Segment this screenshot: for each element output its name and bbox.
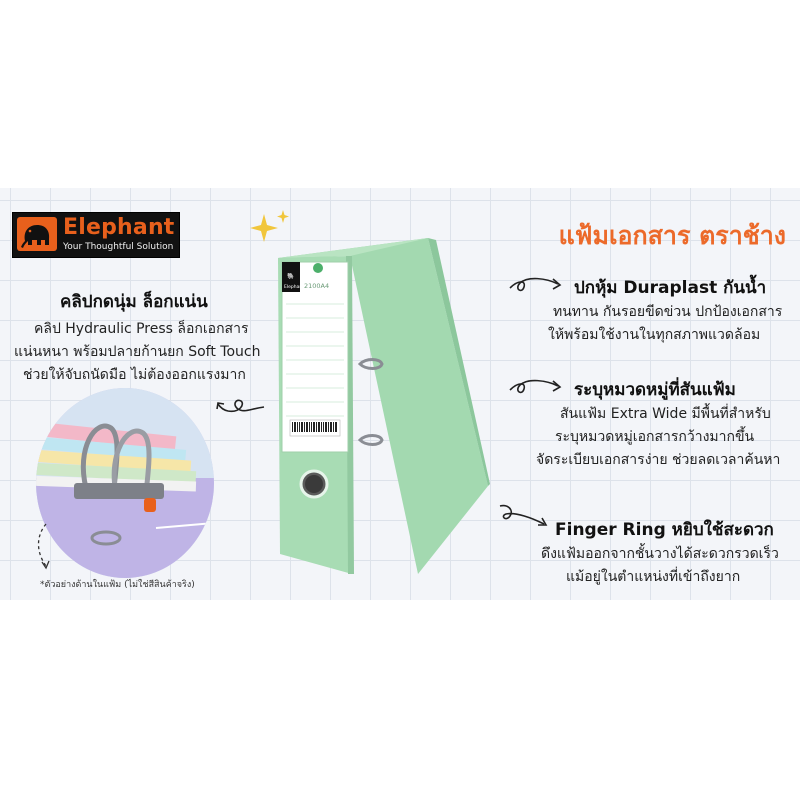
lever-arch-binder: 🐘 Elephant 2100A4: [278, 238, 490, 574]
svg-text:🐘: 🐘: [287, 272, 295, 280]
feature-heading: Finger Ring หยิบใช้สะดวก: [555, 520, 774, 540]
feature-heading: ระบุหมวดหมู่ที่สันแฟ้ม: [574, 380, 736, 400]
feature-line: สันแฟ้ม Extra Wide มีพื้นที่สำหรับ: [560, 406, 771, 422]
feature-line: จัดระเบียบเอกสารง่าย ช่วยลดเวลาค้นหา: [536, 452, 781, 468]
left-feature-line: ช่วยให้จับถนัดมือ ไม่ต้องออกแรงมาก: [23, 367, 246, 383]
elephant-logo: Elephant Your Thoughtful Solution: [12, 212, 180, 258]
binder-interior-photo: [36, 388, 214, 578]
curly-arrow-icon: [509, 277, 562, 292]
curly-arrow-icon: [509, 379, 562, 394]
brand-slogan: Your Thoughtful Solution: [63, 242, 174, 252]
left-feature-heading: คลิปกดนุ่ม ล็อกแน่น: [60, 292, 208, 312]
feature-line: ให้พร้อมใช้งานในทุกสภาพแวดล้อม: [548, 327, 761, 343]
spine-code: 2100A4: [304, 282, 329, 290]
feature-line: ทนทาน กันรอยขีดข่วน ปกป้องเอกสาร: [553, 304, 783, 320]
banner: Elephant Your Thoughtful Solution แฟ้มเอ…: [0, 188, 800, 600]
sparkle-icon: [250, 210, 289, 242]
left-feature-line: คลิป Hydraulic Press ล็อกเอกสาร: [34, 321, 249, 337]
feature-heading: ปกหุ้ม Duraplast กันน้ำ: [574, 278, 767, 298]
left-feature-line: แน่นหนา พร้อมปลายก้านยก Soft Touch: [14, 344, 261, 360]
elephant-emblem-icon: [17, 217, 57, 251]
curly-arrow-icon: [216, 399, 265, 413]
dashed-arrow-icon: [37, 523, 50, 570]
spine-brand: Elephant: [284, 284, 304, 290]
page-title: แฟ้มเอกสาร ตราช้าง: [558, 221, 786, 250]
feature-line: ดึงแฟ้มออกจากชั้นวางได้สะดวกรวดเร็ว: [541, 546, 779, 562]
curly-arrow-icon: [499, 504, 548, 526]
feature-line: แม้อยู่ในตำแหน่งที่เข้าถึงยาก: [566, 569, 741, 585]
brand-name: Elephant: [63, 215, 175, 240]
illustration-note: *ตัวอย่างด้านในแฟ้ม (ไม่ใช่สีสินค้าจริง): [40, 580, 195, 590]
feature-line: ระบุหมวดหมู่เอกสารกว้างมากขึ้น: [555, 429, 755, 445]
